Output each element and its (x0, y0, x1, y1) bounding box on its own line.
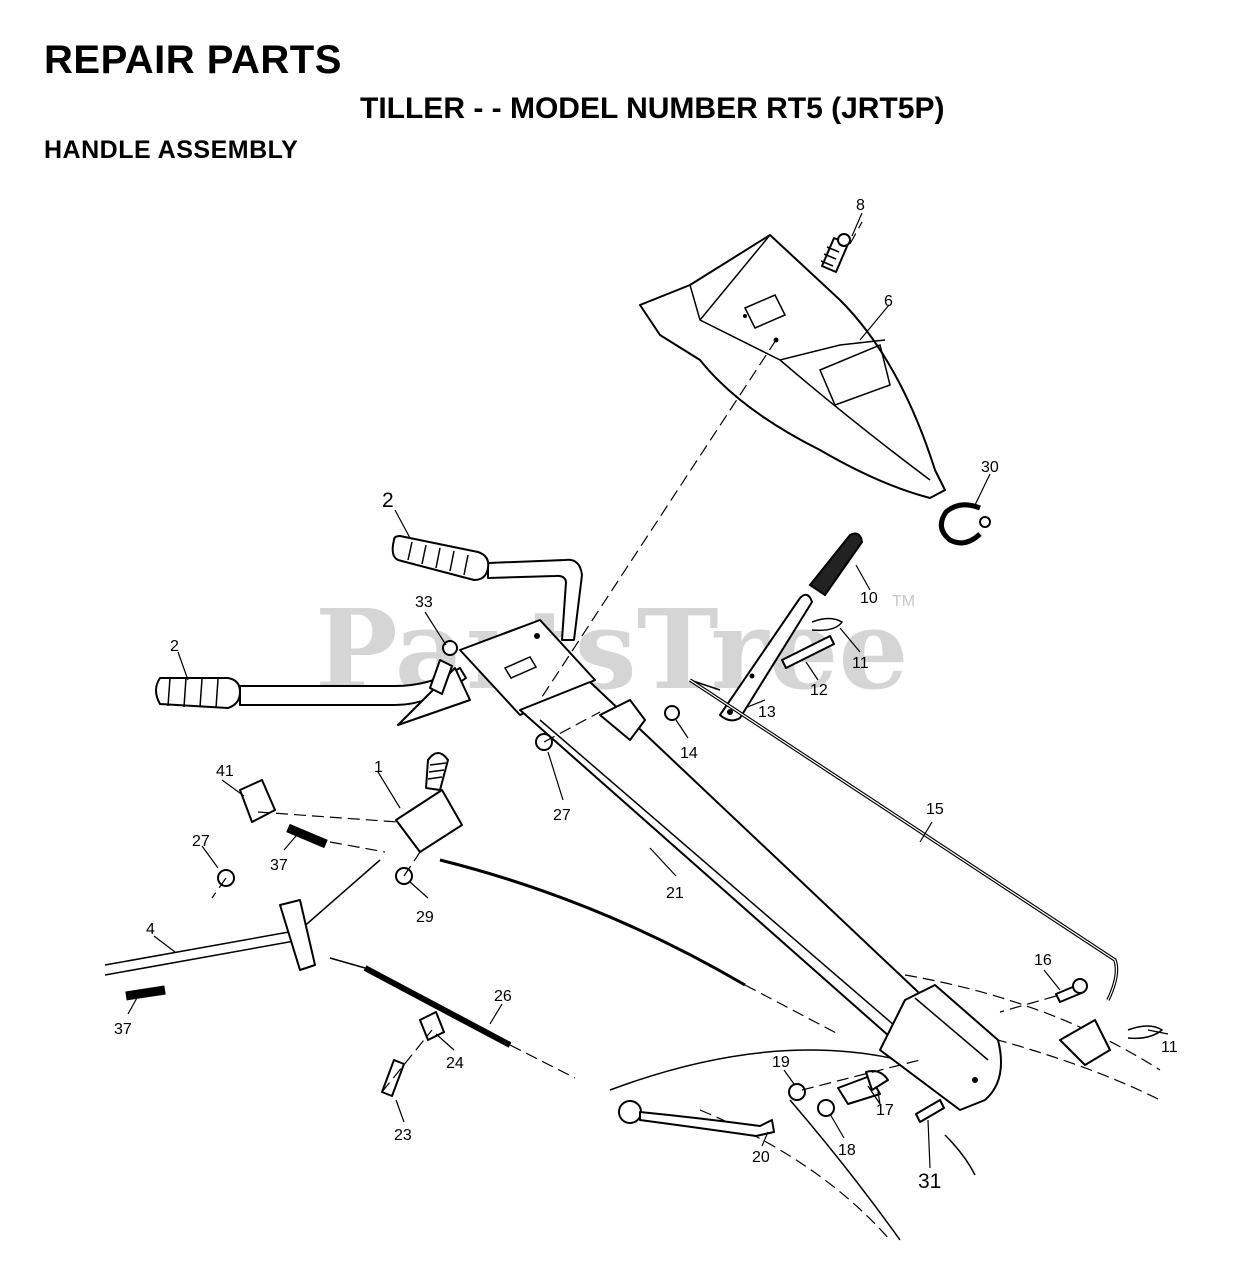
spring-37-lower (125, 985, 166, 1001)
hairpin-clip-11-upper (811, 617, 844, 632)
callout-21: 21 (666, 885, 684, 902)
knob-17 (837, 1070, 889, 1105)
screw-31 (915, 1099, 945, 1123)
callout-19: 19 (772, 1054, 790, 1071)
callout-20: 20 (752, 1149, 770, 1166)
clutch-cable (439, 858, 746, 987)
callout-24: 24 (446, 1055, 464, 1072)
model-subtitle: TILLER - - MODEL NUMBER RT5 (JRT5P) (360, 92, 945, 125)
shift-lever-13 (719, 593, 813, 722)
callout-31: 31 (918, 1170, 941, 1193)
callout-26: 26 (494, 988, 512, 1005)
bolt-16 (1055, 978, 1088, 1003)
callout-6: 6 (884, 293, 893, 310)
callout-4: 4 (146, 921, 155, 938)
callout-17: 17 (876, 1102, 894, 1119)
callout-12: 12 (810, 682, 828, 699)
lower-handlebar (155, 667, 467, 709)
shift-rod-15 (689, 678, 1119, 1001)
handle-panel (639, 234, 946, 499)
callout-8: 8 (856, 197, 865, 214)
callout-10: 10 (860, 590, 878, 607)
depth-lever-20 (618, 1100, 775, 1137)
callout-13: 13 (758, 704, 776, 721)
watermark-tm: TM (892, 593, 915, 610)
callout-27-right: 27 (553, 807, 571, 824)
washer-18 (817, 1099, 835, 1117)
frame-4 (104, 859, 381, 976)
page-title: REPAIR PARTS (44, 38, 342, 82)
callout-11-upper: 11 (852, 655, 869, 672)
bracket-41 (239, 779, 276, 823)
screw-12 (781, 635, 835, 669)
section-heading: HANDLE ASSEMBLY (44, 136, 299, 164)
assembly-lines (211, 221, 1057, 1093)
callout-11-lower: 11 (1161, 1039, 1178, 1056)
callout-37-upper: 37 (270, 857, 288, 874)
upper-handlebar (391, 535, 583, 641)
spring-37-upper (286, 823, 328, 849)
shift-bracket (1059, 1019, 1111, 1066)
callout-labels: 8 6 30 2 33 2 10 11 12 13 14 15 1 41 27 … (114, 197, 1178, 1193)
handle-bracket (397, 619, 596, 726)
hairpin-clip-11-lower (1127, 1025, 1164, 1040)
screw-8 (820, 233, 851, 273)
callout-23: 23 (394, 1127, 412, 1144)
clutch-lever-1 (395, 752, 463, 853)
callout-30: 30 (981, 459, 999, 476)
clip-ring-30 (938, 502, 991, 546)
callout-14: 14 (680, 745, 698, 762)
washer-19 (788, 1083, 806, 1101)
fitting-24 (419, 1011, 445, 1041)
callout-37-lower: 37 (114, 1021, 132, 1038)
callout-1: 1 (374, 759, 383, 776)
bolt-33 (429, 640, 458, 695)
callout-18: 18 (838, 1142, 856, 1159)
callout-27-left: 27 (192, 833, 210, 850)
spring-cable-26 (329, 957, 512, 1048)
screw-23 (381, 1059, 405, 1097)
callout-33: 33 (415, 594, 433, 611)
leader-lines (127, 212, 1169, 1169)
callout-15: 15 (926, 801, 944, 818)
callout-29: 29 (416, 909, 434, 926)
callout-2-upper: 2 (382, 489, 394, 512)
callout-16: 16 (1034, 952, 1052, 969)
callout-2-lower: 2 (170, 638, 179, 655)
rod-bracket (599, 699, 646, 741)
callout-41: 41 (216, 763, 234, 780)
bushing-14 (664, 705, 680, 721)
lever-grip-10 (808, 532, 864, 597)
